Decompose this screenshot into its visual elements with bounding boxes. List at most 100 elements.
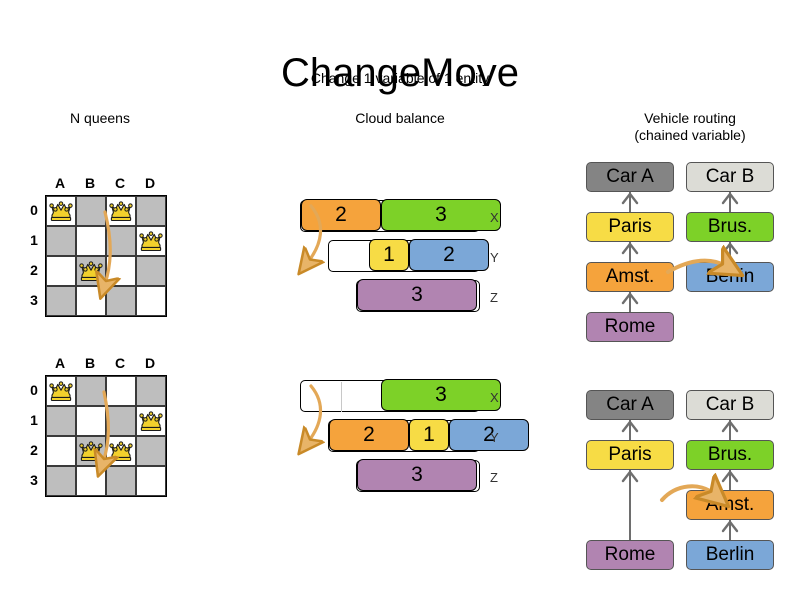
stop-node-rome-after[interactable]: Rome (586, 540, 674, 570)
cloud-process-2-Y-before[interactable]: 2 (409, 239, 489, 272)
vehicle-node-car-b-after[interactable]: Car B (686, 390, 774, 420)
board-cell-C2[interactable] (106, 256, 136, 286)
board-cell-C1[interactable] (106, 226, 136, 256)
cloud-process-2-Y-after[interactable]: 2 (449, 419, 529, 452)
stop-node-brus-after[interactable]: Brus. (686, 440, 774, 470)
cloud-computer-label-X-after: X (490, 390, 499, 405)
vehicle-node-car-b-before[interactable]: Car B (686, 162, 774, 192)
board-cell-A0[interactable] (46, 376, 76, 406)
vehicle-node-car-a-before[interactable]: Car A (586, 162, 674, 192)
chain-link-line (728, 242, 732, 262)
board-cell-D3[interactable] (136, 286, 166, 316)
chain-link-line (628, 470, 632, 540)
chessboard-after: A B C D 0 1 2 3 (27, 355, 181, 497)
rank-labels: 0 1 2 3 (27, 375, 43, 495)
cloud-process-3-X-after[interactable]: 3 (381, 379, 501, 412)
board-cell-C3[interactable] (106, 286, 136, 316)
file-label-D: D (144, 175, 156, 191)
rank-label-1: 1 (30, 232, 38, 248)
board-cell-D3[interactable] (136, 466, 166, 496)
vehicle-node-car-a-after[interactable]: Car A (586, 390, 674, 420)
stop-node-amst-before[interactable]: Amst. (586, 262, 674, 292)
chain-link-line (728, 470, 732, 490)
cloud-computer-bar-X-after[interactable]: 3 (300, 379, 501, 412)
stop-node-brus-before[interactable]: Brus. (686, 212, 774, 242)
board-cell-A2[interactable] (46, 256, 76, 286)
file-label-C: C (114, 355, 126, 371)
stop-node-rome-before[interactable]: Rome (586, 312, 674, 342)
cloud-process-2-Y-after[interactable]: 2 (329, 419, 409, 452)
cloud-computer-label-Z-before: Z (490, 290, 498, 305)
file-label-C: C (114, 175, 126, 191)
stop-node-paris-after[interactable]: Paris (586, 440, 674, 470)
cloud-process-1-Y-after[interactable]: 1 (409, 419, 449, 452)
board-cell-C1[interactable] (106, 406, 136, 436)
board-cell-C0[interactable] (106, 376, 136, 406)
stop-node-berlin-before[interactable]: Berlin (686, 262, 774, 292)
board-cell-B3[interactable] (76, 286, 106, 316)
board-cell-B0[interactable] (76, 196, 106, 226)
file-labels: A B C D (45, 355, 165, 373)
board-cell-D0[interactable] (136, 196, 166, 226)
board-cell-B1[interactable] (76, 406, 106, 436)
board-cell-D2[interactable] (136, 436, 166, 466)
cloud-computer-bar-Z-after[interactable]: 3 (356, 459, 480, 492)
chain-link-line (728, 420, 732, 440)
file-label-B: B (84, 355, 96, 371)
chain-link-line (728, 520, 732, 540)
board-cell-C3[interactable] (106, 466, 136, 496)
cloud-computer-bar-Z-before[interactable]: 3 (356, 279, 480, 312)
board-cell-A2[interactable] (46, 436, 76, 466)
cloud-process-3-X-before[interactable]: 3 (381, 199, 501, 232)
file-label-A: A (54, 355, 66, 371)
section-title-vehicle-routing: Vehicle routing (chained variable) (600, 110, 780, 144)
board-cell-B3[interactable] (76, 466, 106, 496)
rank-label-1: 1 (30, 412, 38, 428)
section-title-cloud-balance: Cloud balance (355, 110, 445, 126)
chain-link-line (628, 292, 632, 312)
board-cell-A1[interactable] (46, 226, 76, 256)
page-title: ChangeMove (281, 50, 519, 95)
cloud-process-3-Z-after[interactable]: 3 (357, 459, 477, 492)
board-cell-C2[interactable] (106, 436, 136, 466)
board-cell-A1[interactable] (46, 406, 76, 436)
cloud-computer-label-Y-before: Y (490, 250, 499, 265)
cloud-process-2-X-before[interactable]: 2 (301, 199, 381, 232)
board-cell-B0[interactable] (76, 376, 106, 406)
file-label-D: D (144, 355, 156, 371)
board-cell-D2[interactable] (136, 256, 166, 286)
capacity-tick (341, 382, 342, 412)
section-title-vehicle-routing-line1: Vehicle routing (644, 110, 736, 126)
board-cell-D1[interactable] (136, 226, 166, 256)
stop-node-paris-before[interactable]: Paris (586, 212, 674, 242)
cloud-computer-label-Z-after: Z (490, 470, 498, 485)
rank-label-2: 2 (30, 442, 38, 458)
board-cell-A3[interactable] (46, 286, 76, 316)
stop-node-berlin-after[interactable]: Berlin (686, 540, 774, 570)
rank-label-0: 0 (30, 382, 38, 398)
cloud-computer-label-Y-after: Y (490, 430, 499, 445)
board-cell-D0[interactable] (136, 376, 166, 406)
board-cell-A3[interactable] (46, 466, 76, 496)
board-cell-B1[interactable] (76, 226, 106, 256)
cloud-process-3-Z-before[interactable]: 3 (357, 279, 477, 312)
board-cell-B2[interactable] (76, 436, 106, 466)
chain-link-line (628, 242, 632, 262)
board-cell-B2[interactable] (76, 256, 106, 286)
chain-link-line (628, 192, 632, 212)
board-cell-A0[interactable] (46, 196, 76, 226)
board-cell-D1[interactable] (136, 406, 166, 436)
rank-label-2: 2 (30, 262, 38, 278)
cloud-process-1-Y-before[interactable]: 1 (369, 239, 409, 272)
board-cell-C0[interactable] (106, 196, 136, 226)
page-subtitle: Change 1 variable of 1 entity (310, 70, 490, 86)
board-grid (45, 195, 167, 317)
stop-node-amst-after[interactable]: Amst. (686, 490, 774, 520)
rank-label-3: 3 (30, 472, 38, 488)
